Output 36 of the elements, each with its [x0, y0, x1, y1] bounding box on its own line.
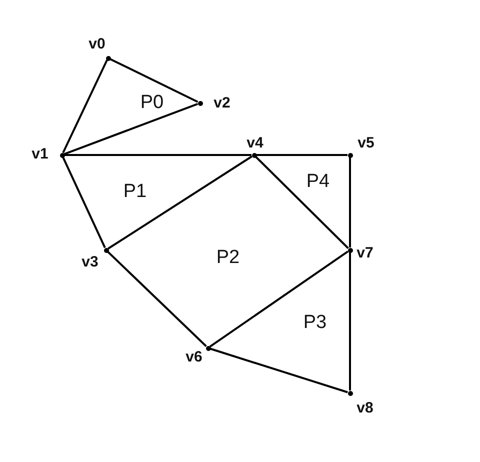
mesh-edge: [255, 156, 349, 249]
mesh-edge: [64, 154, 252, 156]
vertex-label: v4: [246, 134, 264, 152]
polygon-label: P2: [216, 247, 240, 269]
vertex-point: [348, 390, 352, 396]
mesh-edge: [110, 58, 198, 103]
polygon-label: P4: [306, 171, 330, 193]
vertex-point: [198, 100, 202, 106]
vertex-label: v8: [356, 400, 374, 416]
vertex-point: [106, 56, 110, 60]
vertex-label: v2: [214, 94, 230, 112]
vertex-point: [348, 248, 352, 252]
vertex-point: [206, 346, 210, 350]
mesh-edge: [62, 60, 108, 154]
mesh-edge: [256, 154, 348, 156]
mesh-edge: [62, 156, 106, 248]
mesh-edge: [210, 348, 348, 394]
polygon-label: P0: [140, 92, 164, 114]
vertex-label: v5: [358, 134, 374, 152]
vertex-point: [60, 152, 64, 158]
mesh-edge: [349, 252, 351, 390]
vertex-label: v7: [356, 244, 374, 262]
mesh-edge: [64, 102, 198, 156]
vertex-point: [252, 152, 256, 158]
vertex-point: [348, 152, 352, 158]
vertex-point: [104, 248, 108, 252]
mesh-edge: [107, 251, 207, 347]
mesh-edge: [210, 250, 348, 348]
polygon-label: P3: [303, 312, 327, 334]
vertex-label: v3: [82, 254, 98, 270]
vertex-label: v6: [186, 348, 202, 366]
polygon-label: P1: [123, 181, 147, 203]
vertex-label: v1: [32, 146, 48, 162]
mesh-edge: [349, 158, 351, 248]
mesh-edge: [108, 156, 252, 250]
vertex-label: v0: [88, 36, 106, 52]
